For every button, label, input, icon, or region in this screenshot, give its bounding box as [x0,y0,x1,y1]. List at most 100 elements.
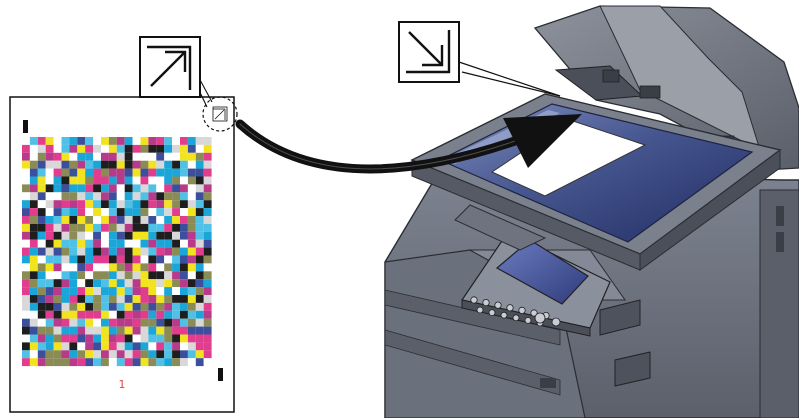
color-patch [180,295,188,303]
color-patch [141,279,149,287]
color-patch [46,145,54,153]
color-patch [204,208,212,216]
color-patch [172,145,180,153]
color-patch [93,335,101,343]
color-patch [133,224,141,232]
color-patch [54,161,62,169]
color-patch [77,169,85,177]
panel-key [513,315,519,321]
color-patch [22,240,30,248]
color-patch [172,248,180,256]
color-patch [38,342,46,350]
color-patch [46,303,54,311]
color-patch [62,184,70,192]
color-patch [141,169,149,177]
color-patch [54,177,62,185]
color-patch [125,263,133,271]
color-patch [101,358,109,366]
color-patch [148,295,156,303]
color-patch [156,279,164,287]
color-patch [62,287,70,295]
color-patch [85,303,93,311]
color-patch [109,232,117,240]
color-patch [93,358,101,366]
color-patch [69,224,77,232]
color-patch [38,319,46,327]
color-patch [117,153,125,161]
page-number: 1 [119,378,126,391]
color-patch [125,208,133,216]
color-patch [180,200,188,208]
color-patch [125,279,133,287]
color-patch [85,295,93,303]
color-patch [172,153,180,161]
color-patch [204,303,212,311]
color-patch [141,335,149,343]
color-patch [117,145,125,153]
color-patch [77,279,85,287]
color-patch [204,224,212,232]
color-patch [125,137,133,145]
color-patch [133,319,141,327]
color-patch [30,319,38,327]
color-patch [62,216,70,224]
color-patch [172,177,180,185]
registration-mark-top-left [23,120,28,133]
color-patch [54,208,62,216]
color-patch [101,303,109,311]
color-patch [93,137,101,145]
color-patch [148,153,156,161]
panel-key [489,310,495,316]
color-patch [93,287,101,295]
color-patch [85,335,93,343]
color-patch [54,248,62,256]
color-patch [164,224,172,232]
color-patch [46,137,54,145]
color-patch [148,177,156,185]
color-patch [22,192,30,200]
color-patch [109,208,117,216]
color-patch [172,184,180,192]
color-patch [141,184,149,192]
color-patch [188,153,196,161]
color-patch [93,350,101,358]
color-patch [180,256,188,264]
color-patch [109,295,117,303]
color-patch [188,224,196,232]
color-patch [133,232,141,240]
color-patch [69,287,77,295]
color-patch [77,342,85,350]
color-patch [109,279,117,287]
color-patch [141,200,149,208]
color-patch [85,287,93,295]
color-patch [30,145,38,153]
color-patch [204,240,212,248]
color-patch [93,232,101,240]
color-patch [30,240,38,248]
color-patch [172,327,180,335]
color-patch [22,184,30,192]
color-patch [46,208,54,216]
color-patch [109,224,117,232]
color-patch [156,137,164,145]
color-patch [77,327,85,335]
color-patch [109,192,117,200]
panel-key [477,307,483,313]
color-patch [133,192,141,200]
color-patch [109,319,117,327]
color-patch [180,335,188,343]
color-patch-grid [22,137,212,366]
color-patch [196,184,204,192]
color-patch [148,256,156,264]
color-patch [141,192,149,200]
color-patch [156,161,164,169]
color-patch [77,200,85,208]
color-patch [141,248,149,256]
color-patch [117,184,125,192]
color-patch [204,184,212,192]
color-patch [109,327,117,335]
color-patch [180,232,188,240]
color-patch [69,145,77,153]
color-patch [69,279,77,287]
color-patch [30,263,38,271]
